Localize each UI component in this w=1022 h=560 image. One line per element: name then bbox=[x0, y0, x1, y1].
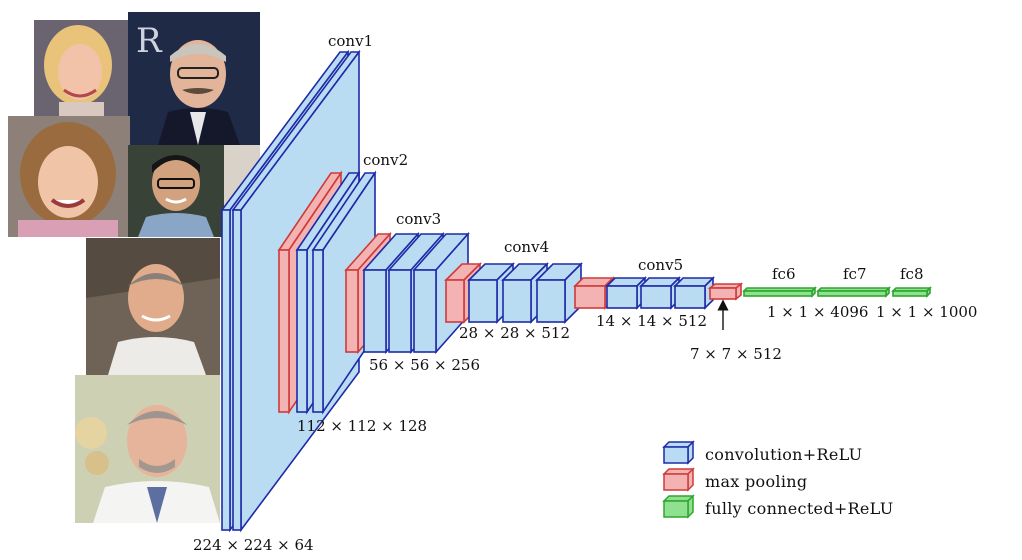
stage-size-conv5: 14 × 14 × 512 bbox=[596, 312, 707, 330]
face-photo-curly-woman bbox=[8, 116, 130, 237]
conv4-block-3 bbox=[535, 262, 583, 324]
fc8-block bbox=[891, 286, 932, 298]
stage-label-fc8: fc8 bbox=[900, 265, 924, 283]
stage-label-fc7: fc7 bbox=[843, 265, 867, 283]
stage-label-conv3: conv3 bbox=[396, 210, 441, 228]
legend-swatch-pool bbox=[662, 467, 695, 492]
stage-size-conv3: 56 × 56 × 256 bbox=[369, 356, 480, 374]
svg-text:R: R bbox=[136, 21, 163, 61]
fc6-block bbox=[742, 286, 817, 298]
conv5-block-1 bbox=[605, 276, 647, 310]
stage-size-conv4: 28 × 28 × 512 bbox=[459, 324, 570, 342]
legend-label-fc: fully connected+ReLU bbox=[705, 499, 894, 518]
face-photo-man-smiling bbox=[86, 238, 220, 375]
stage-size-conv1: 224 × 224 × 64 bbox=[193, 536, 314, 554]
conv5-block-3 bbox=[673, 276, 715, 310]
stage-size-pool5: 7 × 7 × 512 bbox=[690, 345, 782, 363]
legend-swatch-conv bbox=[662, 440, 695, 465]
stage-label-conv2: conv2 bbox=[363, 151, 408, 169]
conv5-block-2 bbox=[639, 276, 681, 310]
legend-swatch-fc bbox=[662, 494, 695, 519]
legend: convolution+ReLU max pooling fully conne… bbox=[662, 440, 894, 519]
stage-size-fc6-fc7: 1 × 1 × 4096 bbox=[767, 303, 868, 321]
face-photo-man-labcoat bbox=[75, 375, 220, 523]
stage-label-fc6: fc6 bbox=[772, 265, 796, 283]
legend-label-conv: convolution+ReLU bbox=[705, 445, 862, 464]
stage-label-conv5: conv5 bbox=[638, 256, 683, 274]
face-photo-man-mustache: R bbox=[128, 12, 260, 145]
legend-label-pool: max pooling bbox=[705, 472, 807, 491]
stage-size-conv2: 112 × 112 × 128 bbox=[297, 417, 427, 435]
pool5-block bbox=[707, 282, 744, 301]
stage-size-fc8: 1 × 1 × 1000 bbox=[876, 303, 977, 321]
stage-label-conv4: conv4 bbox=[504, 238, 549, 256]
face-photo-blonde-woman bbox=[34, 20, 130, 118]
fc7-block bbox=[816, 286, 891, 298]
stage-label-conv1: conv1 bbox=[328, 32, 373, 50]
